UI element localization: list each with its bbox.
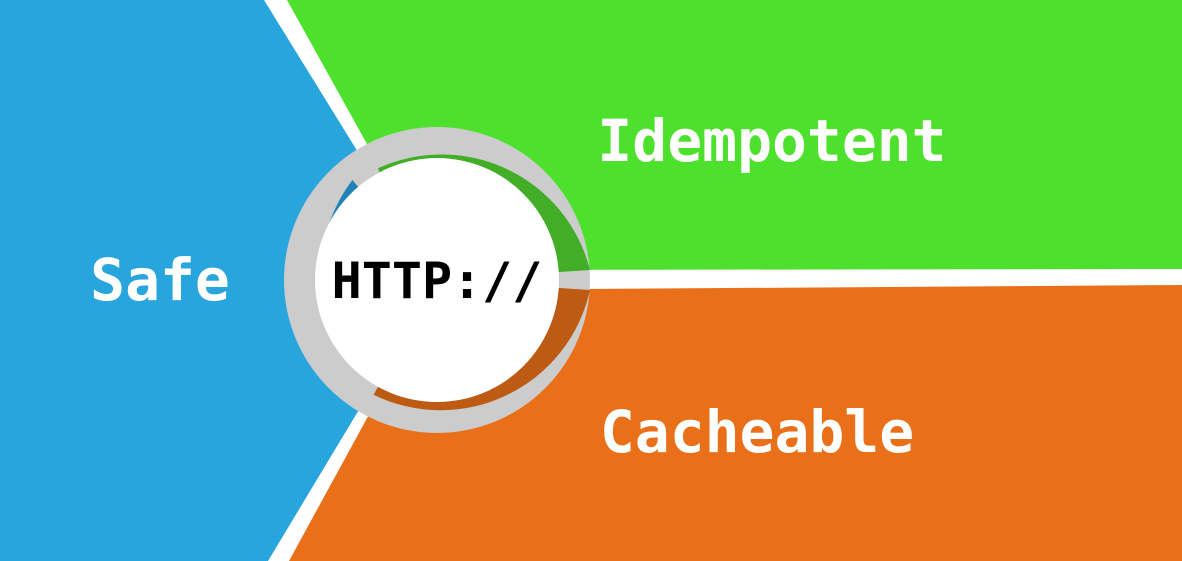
safe-label: Safe xyxy=(90,246,230,314)
idempotent-label: Idempotent xyxy=(597,107,946,175)
center-label: HTTP:// xyxy=(332,252,543,310)
center-circle xyxy=(315,158,559,402)
safe-region xyxy=(0,0,437,561)
cacheable-label: Cacheable xyxy=(600,398,914,466)
